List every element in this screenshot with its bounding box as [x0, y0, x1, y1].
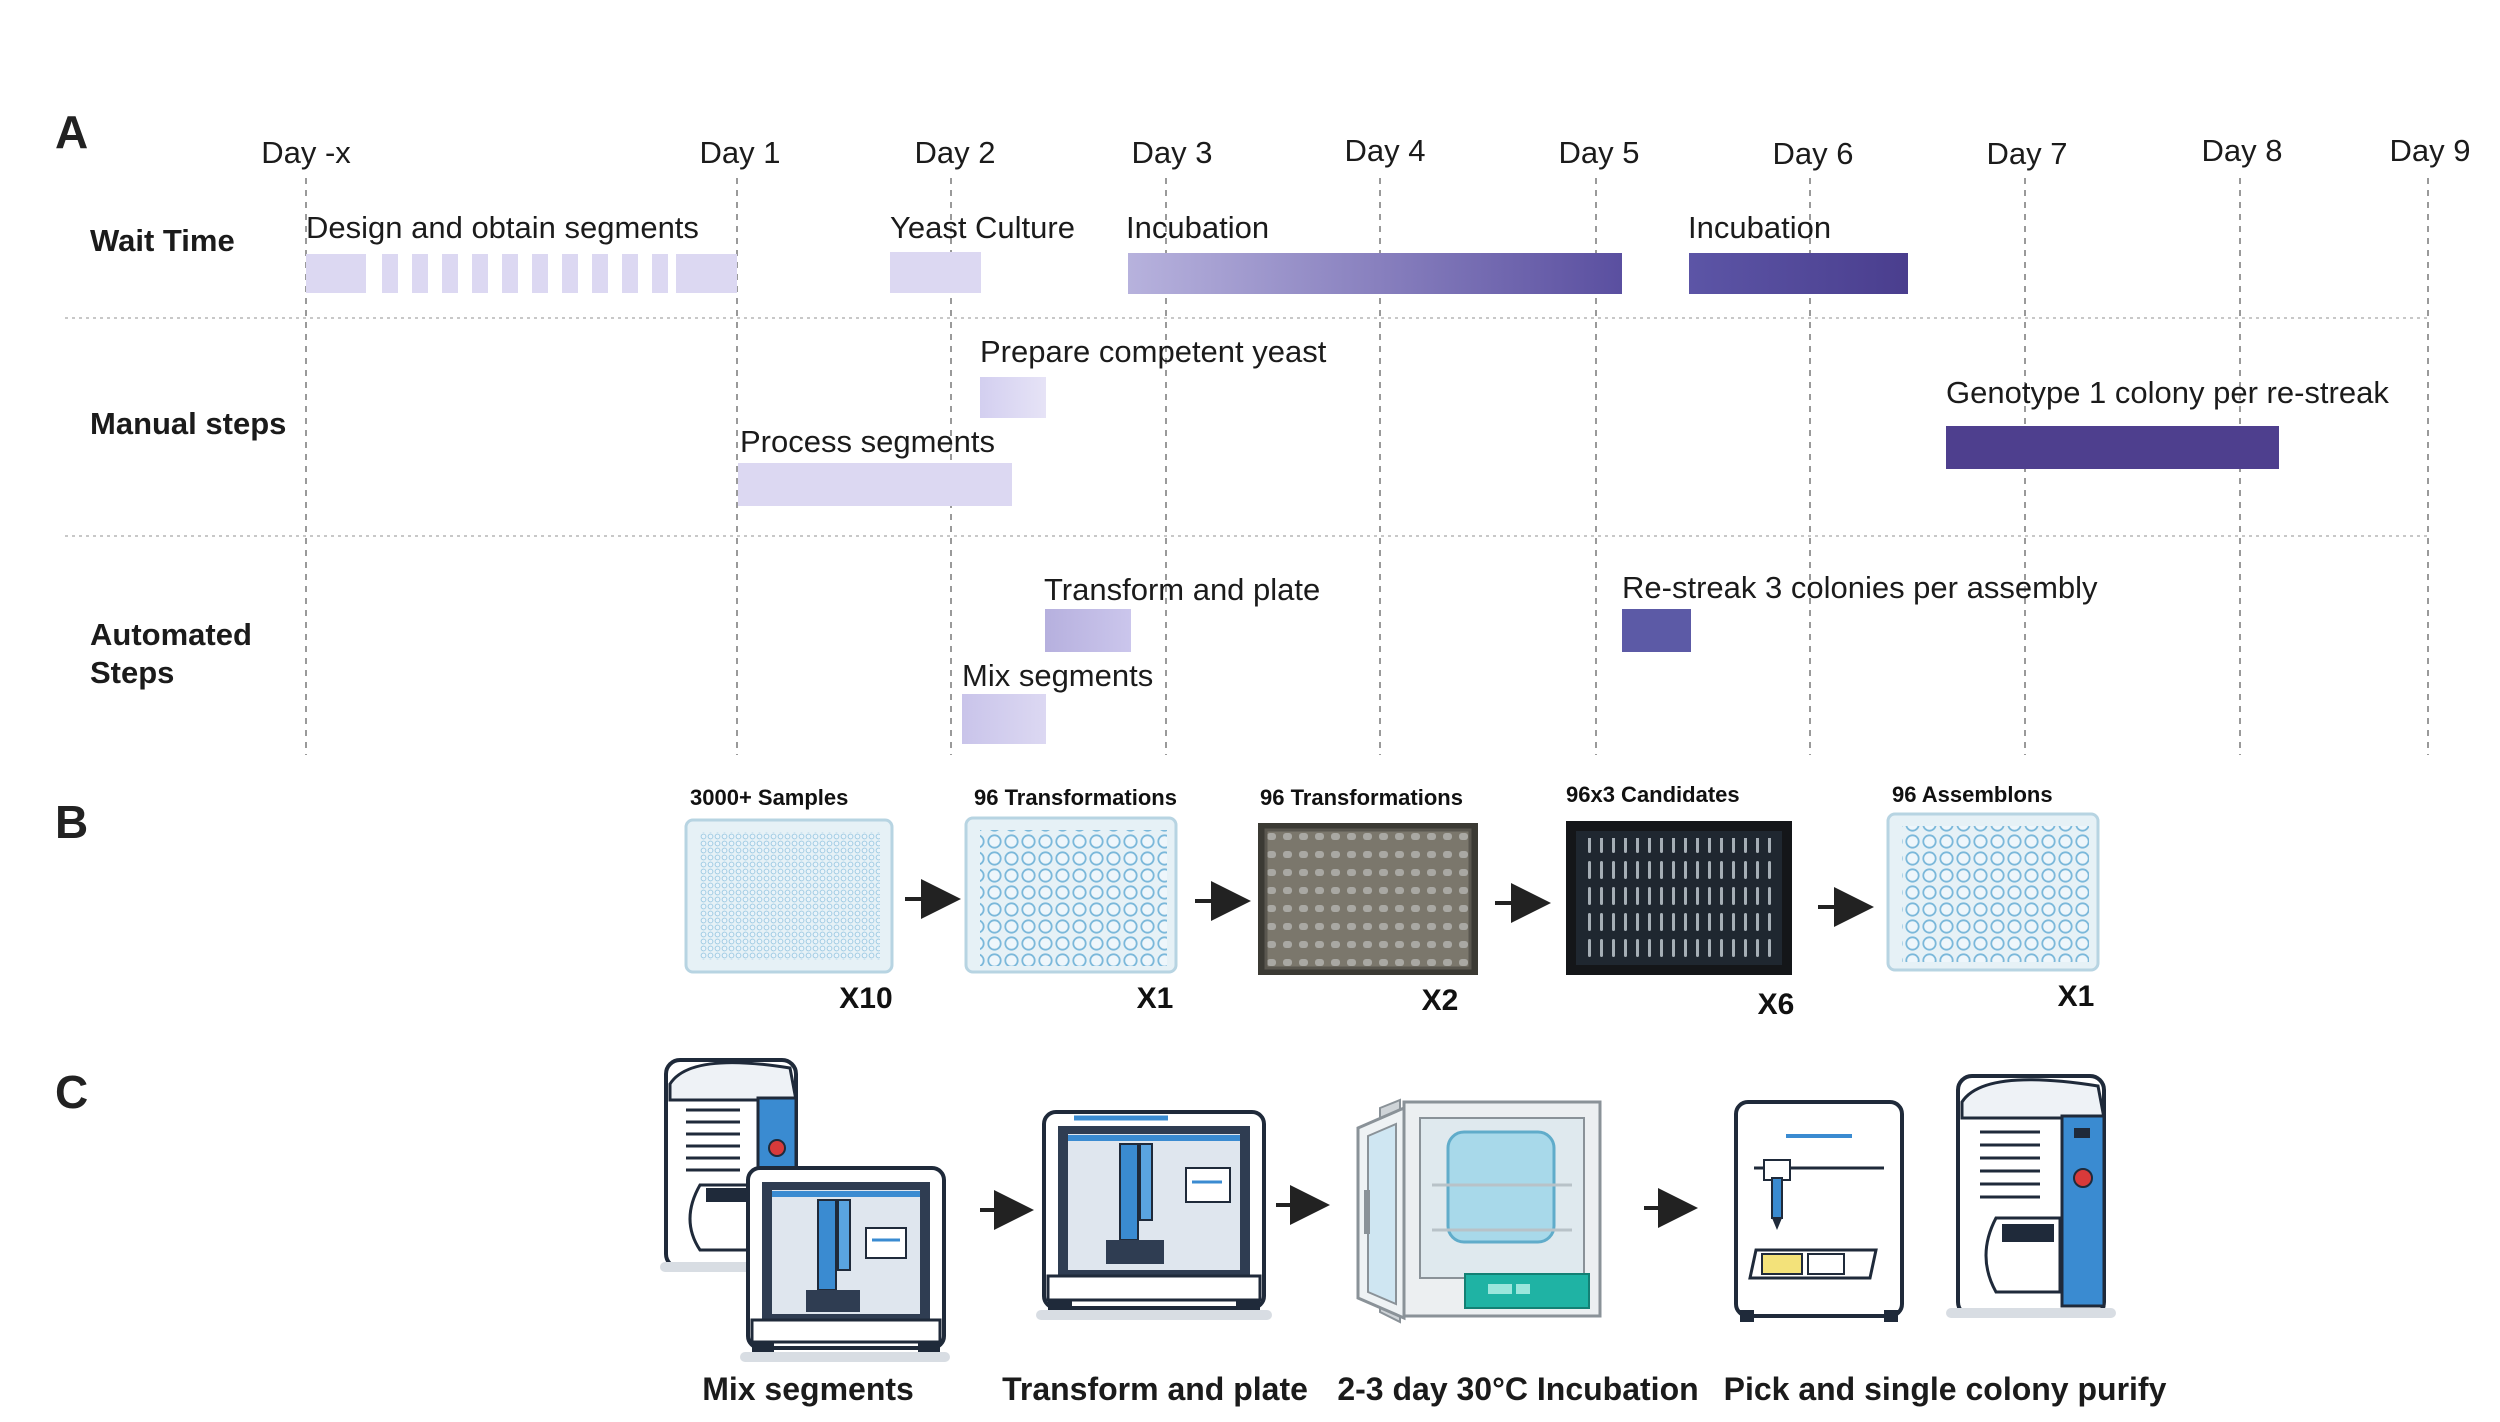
- day-labels: Day -x Day 1 Day 2 Day 3 Day 4 Day 5 Day…: [261, 133, 2470, 171]
- task-label-genotype: Genotype 1 colony per re-streak: [1946, 375, 2389, 410]
- task-bar-design-dashed: [306, 254, 737, 293]
- liquid-handler-icon: [740, 1166, 950, 1362]
- instrument-label: Transform and plate: [1002, 1371, 1308, 1407]
- sample-title: 96 Transformations: [1260, 785, 1463, 810]
- multiplier-label: X1: [2058, 980, 2095, 1013]
- instrument-label: Pick and single colony purify: [1724, 1371, 2167, 1407]
- row-label-steps: Steps: [90, 655, 174, 690]
- task-bar-transform-plate: [1045, 609, 1131, 652]
- panel-a-letter: A: [55, 106, 88, 158]
- incubator-icon: [1356, 1098, 1602, 1324]
- liquid-handler-icon: [1036, 1110, 1272, 1320]
- colony-picker-icon: [1946, 1074, 2116, 1318]
- sample-title: 96 Assemblons: [1892, 782, 2053, 807]
- multiplier-label: X6: [1758, 988, 1795, 1021]
- multiplier-label: X1: [1137, 982, 1174, 1015]
- day-label: Day 7: [1987, 136, 2068, 171]
- task-label-prepare-yeast: Prepare competent yeast: [980, 334, 1327, 369]
- task-label-process-segments: Process segments: [740, 424, 995, 459]
- task-bar-process-segments: [738, 463, 1012, 506]
- task-label-incubation-2: Incubation: [1688, 210, 1831, 245]
- agar-plate-transformations-image: [1258, 823, 1478, 975]
- task-bar-genotype: [1946, 426, 2279, 469]
- day-label: Day -x: [261, 135, 351, 170]
- task-label-incubation-1: Incubation: [1126, 210, 1269, 245]
- sample-title: 96x3 Candidates: [1566, 782, 1740, 807]
- task-label-mix-segments: Mix segments: [962, 658, 1153, 693]
- task-bar-yeast-culture: [890, 252, 981, 293]
- instrument-label: Mix segments: [702, 1371, 914, 1407]
- task-bar-mix-segments: [962, 694, 1046, 744]
- colony-picker-deck-icon: [1734, 1100, 1904, 1322]
- task-label-restreak: Re-streak 3 colonies per assembly: [1622, 570, 2098, 605]
- multiplier-label: X10: [839, 982, 892, 1015]
- day-label: Day 3: [1132, 135, 1213, 170]
- day-label: Day 6: [1773, 136, 1854, 171]
- sample-title: 96 Transformations: [974, 785, 1177, 810]
- task-bar-incubation-2: [1689, 253, 1908, 294]
- day-label: Day 5: [1559, 135, 1640, 170]
- well-plate-96-image: [964, 816, 1178, 974]
- row-label-automated: Automated: [90, 617, 252, 652]
- day-label: Day 2: [915, 135, 996, 170]
- agar-plate-restreak-image: [1566, 821, 1792, 975]
- day-label: Day 9: [2390, 133, 2471, 168]
- task-bar-restreak: [1622, 609, 1691, 652]
- day-label: Day 8: [2202, 133, 2283, 168]
- task-label-transform-plate: Transform and plate: [1044, 572, 1320, 607]
- multiplier-label: X2: [1422, 984, 1459, 1017]
- row-label-wait-time: Wait Time: [90, 223, 235, 258]
- panel-b-letter: B: [55, 796, 88, 848]
- colony-picker-icon: [660, 1058, 800, 1272]
- instrument-label: 2-3 day 30°C Incubation: [1337, 1371, 1698, 1407]
- task-label-yeast-culture: Yeast Culture: [890, 210, 1075, 245]
- well-plate-96-image: [1886, 812, 2100, 972]
- sample-title: 3000+ Samples: [690, 785, 848, 810]
- task-label-design: Design and obtain segments: [306, 210, 699, 245]
- panel-c-letter: C: [55, 1066, 88, 1118]
- day-label: Day 4: [1345, 133, 1426, 168]
- day-label: Day 1: [700, 135, 781, 170]
- well-plate-384-image: [684, 818, 894, 974]
- task-bar-incubation-1: [1128, 253, 1622, 294]
- row-label-manual-steps: Manual steps: [90, 406, 286, 441]
- task-bar-prepare-yeast: [980, 377, 1046, 418]
